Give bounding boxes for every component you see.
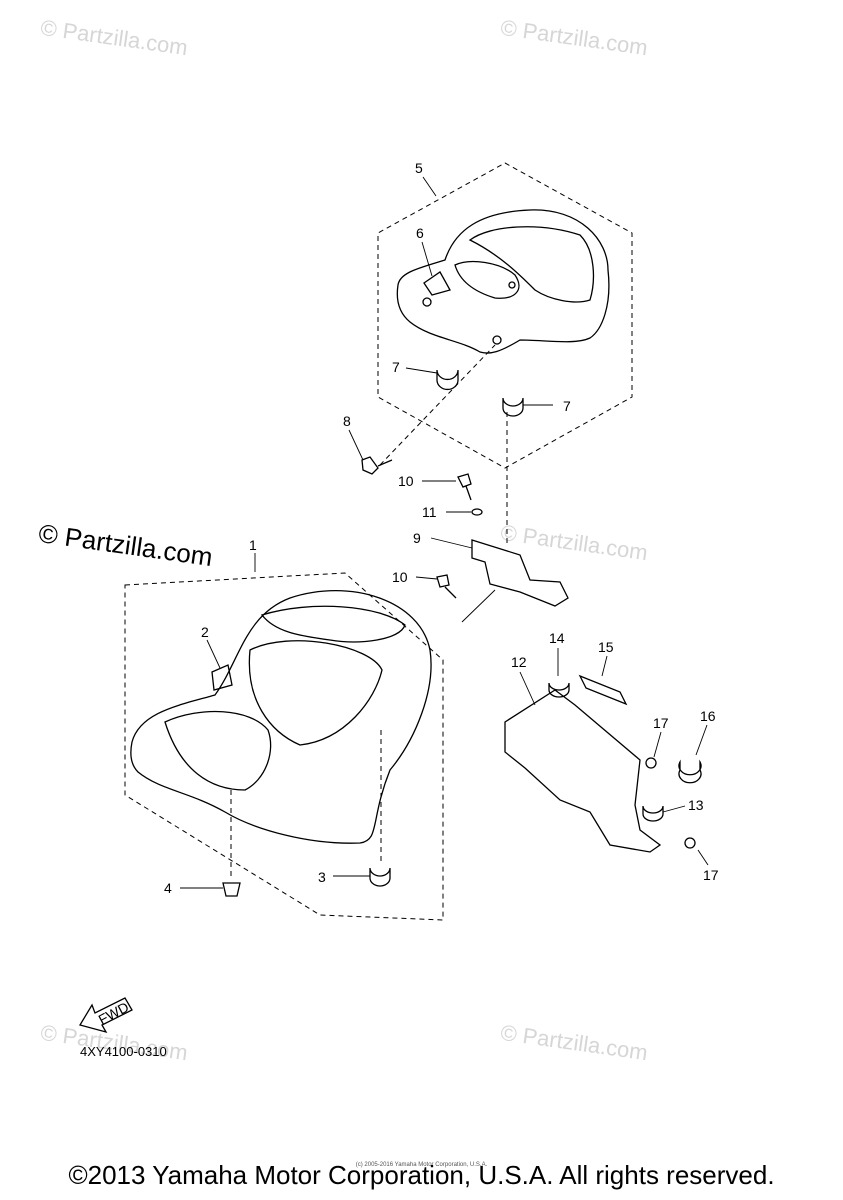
leader-10b — [415, 576, 438, 580]
leader-9 — [430, 537, 473, 549]
rear-seat-hole — [508, 281, 516, 289]
leader-7a — [405, 367, 438, 374]
leader-15 — [601, 655, 608, 677]
cover-12 — [504, 689, 662, 853]
callout-3: 3 — [318, 869, 326, 885]
leader-8 — [348, 429, 364, 461]
fine-print: (c) 2005-2016 Yamaha Motor Corporation, … — [355, 1162, 488, 1168]
callout-14: 14 — [549, 630, 565, 646]
rear-seat-plate — [423, 271, 451, 296]
fwd-arrow-shape — [78, 997, 133, 1034]
rear-seat-boundary — [377, 162, 633, 469]
callout-7a: 7 — [392, 359, 400, 375]
rear-seat-pad — [468, 226, 595, 303]
rear-seat-hole — [422, 297, 432, 307]
diagram-code: 4XY4100-0310 — [80, 1044, 167, 1059]
callout-16: 16 — [700, 708, 716, 724]
leader-12 — [519, 671, 536, 706]
callout-10b: 10 — [392, 569, 408, 585]
bolt-8 — [361, 456, 393, 475]
bracket-leader — [461, 589, 496, 623]
washer-11 — [471, 508, 483, 516]
copyright-notice: ©2013 Yamaha Motor Corporation, U.S.A. A… — [68, 1160, 775, 1190]
callout-13: 13 — [688, 797, 704, 813]
front-seat-backrest — [260, 605, 406, 643]
bolt-10a — [457, 473, 472, 501]
front-seat-pad — [248, 640, 383, 746]
grip-15 — [578, 674, 628, 706]
callout-12: 12 — [511, 654, 527, 670]
callout-10a: 10 — [398, 473, 414, 489]
cap-16 — [678, 759, 702, 784]
callout-7b: 7 — [563, 398, 571, 414]
callout-5: 5 — [415, 160, 423, 176]
callout-17a: 17 — [653, 715, 669, 731]
leader-17a — [653, 731, 662, 758]
damper-7a — [436, 369, 459, 391]
screw-17a — [645, 757, 657, 769]
callout-4: 4 — [164, 880, 172, 896]
callout-8: 8 — [343, 413, 351, 429]
rear-seat-group — [377, 162, 633, 469]
bracket-9 — [471, 539, 569, 607]
callout-9: 9 — [413, 530, 421, 546]
leader-6 — [421, 241, 433, 277]
rear-seat-hole — [492, 335, 502, 345]
rear-seat — [396, 209, 610, 354]
bolt-10b — [436, 574, 457, 599]
front-seat-plate — [211, 664, 233, 691]
front-seat-group — [124, 572, 444, 921]
front-seat — [130, 590, 432, 844]
callout-17b: 17 — [703, 867, 719, 883]
damper-14 — [548, 682, 570, 698]
leader-5 — [422, 176, 437, 197]
bracket-group — [361, 344, 569, 623]
leader-13 — [662, 805, 686, 813]
cover-group — [504, 674, 702, 853]
damper-3 — [369, 867, 391, 887]
screw-17b — [684, 837, 696, 849]
damper-7b — [502, 397, 524, 417]
fwd-arrow: FWD — [78, 997, 133, 1034]
callout-15: 15 — [598, 639, 614, 655]
leader-2 — [206, 639, 221, 669]
callout-11: 11 — [422, 504, 437, 520]
callout-1: 1 — [249, 537, 257, 553]
callout-2: 2 — [201, 624, 209, 640]
grommet-4 — [222, 882, 241, 897]
fwd-label: FWD — [96, 999, 132, 1028]
damper-13 — [642, 805, 664, 822]
rear-seat-pad-front — [454, 260, 520, 299]
callout-6: 6 — [416, 225, 424, 241]
bolt-8-path — [379, 344, 496, 466]
leader-17b — [697, 849, 709, 866]
front-seat-cushion — [164, 710, 272, 791]
leader-16 — [695, 724, 708, 756]
front-seat-boundary — [124, 572, 444, 921]
